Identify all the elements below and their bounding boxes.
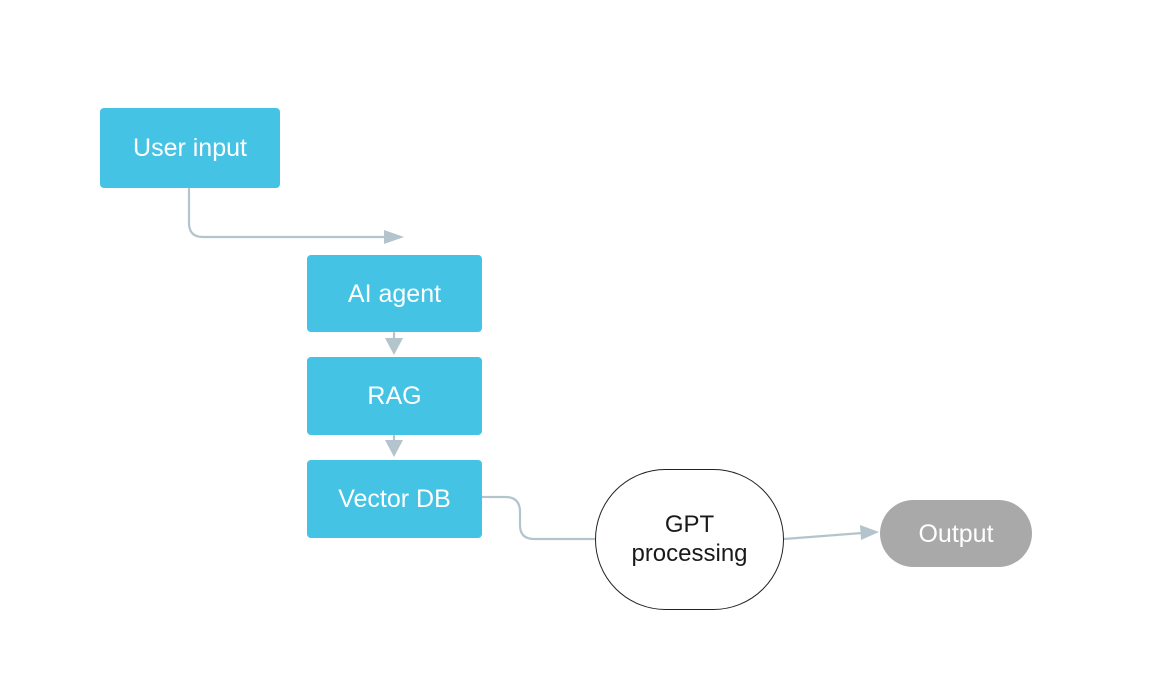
- node-vector-db-label: Vector DB: [338, 485, 451, 513]
- arrowhead-vector-db: [385, 440, 403, 457]
- node-gpt-processing[interactable]: GPT processing: [595, 469, 784, 610]
- node-user-input-label: User input: [133, 134, 247, 162]
- edge-gpt-to-output: [782, 531, 864, 541]
- arrowhead-rag: [385, 338, 403, 355]
- node-vector-db[interactable]: Vector DB: [307, 460, 482, 538]
- node-ai-agent[interactable]: AI agent: [307, 255, 482, 332]
- node-rag-label: RAG: [367, 382, 422, 410]
- edge-vector-db-to-gpt: [480, 495, 598, 541]
- edge-user-input-to-ai-agent: [187, 187, 390, 239]
- node-user-input[interactable]: User input: [100, 108, 280, 188]
- node-output-label: Output: [918, 519, 994, 548]
- node-rag[interactable]: RAG: [307, 357, 482, 435]
- node-gpt-processing-label: GPT processing: [631, 510, 748, 567]
- node-ai-agent-label: AI agent: [347, 279, 442, 308]
- arrowhead-output: [860, 525, 879, 540]
- arrowhead-ai-agent: [384, 230, 404, 244]
- node-output[interactable]: Output: [880, 500, 1032, 567]
